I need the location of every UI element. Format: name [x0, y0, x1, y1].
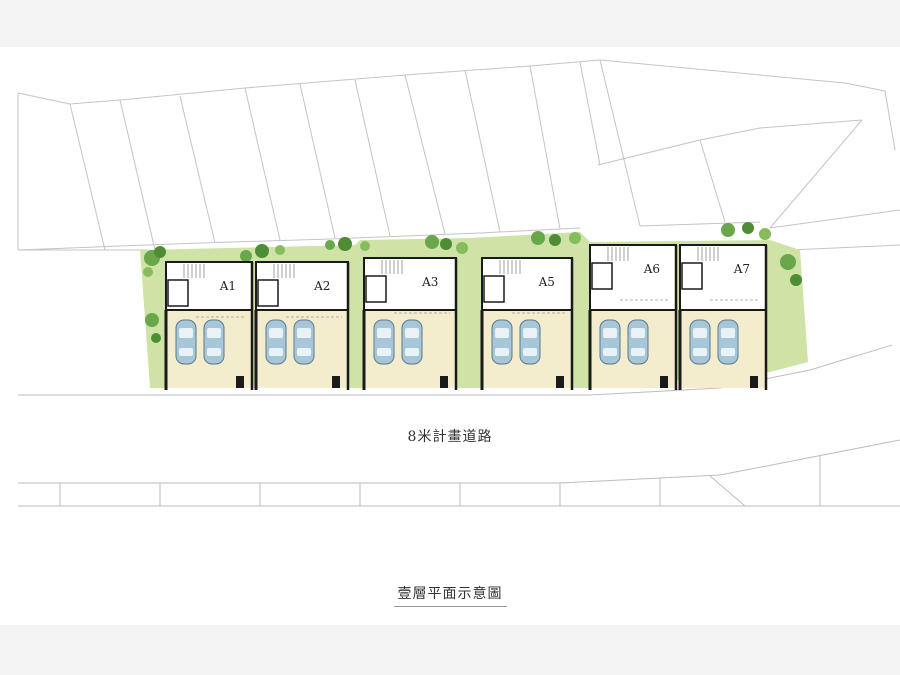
car-icon [717, 319, 739, 365]
service-room [483, 275, 505, 303]
service-room [591, 262, 613, 290]
service-room [257, 279, 279, 307]
car-icon [401, 319, 423, 365]
unit-label: A2 [313, 279, 330, 293]
plan-title-text: 壹層平面示意圖 [393, 586, 507, 607]
car-icon [627, 319, 649, 365]
unit-interior [255, 261, 349, 311]
unit-a5: A5 [480, 257, 574, 390]
car-icon [373, 319, 395, 365]
unit-a6: A6 [588, 244, 678, 390]
stair [273, 264, 295, 278]
unit-interior [165, 261, 253, 311]
car-icon [293, 319, 315, 365]
car-icon [203, 319, 225, 365]
unit-a7: A7 [678, 244, 768, 390]
stair [499, 260, 521, 274]
service-room [167, 279, 189, 307]
car-icon [175, 319, 197, 365]
car-icon [265, 319, 287, 365]
unit-footprints: A1 A2 A3 A5 A6 A7 [164, 244, 768, 390]
car-icon [599, 319, 621, 365]
stair [607, 247, 629, 261]
unit-label: A7 [733, 262, 750, 276]
unit-label: A1 [219, 279, 236, 293]
stair [381, 260, 403, 274]
stair [183, 264, 205, 278]
road-label: 8米計畫道路 [407, 429, 493, 445]
unit-label: A5 [538, 275, 555, 289]
service-room [365, 275, 387, 303]
unit-label: A6 [643, 262, 660, 276]
unit-a2: A2 [254, 261, 350, 390]
car-icon [519, 319, 541, 365]
neighbor-lot-lines [17, 59, 900, 251]
road-edges [18, 344, 900, 507]
car-icon [491, 319, 513, 365]
unit-a3: A3 [362, 257, 458, 390]
unit-interior [679, 244, 767, 311]
service-room [681, 262, 703, 290]
stair [697, 247, 719, 261]
unit-a1: A1 [164, 261, 254, 390]
plan-title: 壹層平面示意圖 [0, 583, 900, 607]
car-icon [689, 319, 711, 365]
unit-label: A3 [421, 275, 438, 289]
hedge-plantings [143, 222, 802, 343]
